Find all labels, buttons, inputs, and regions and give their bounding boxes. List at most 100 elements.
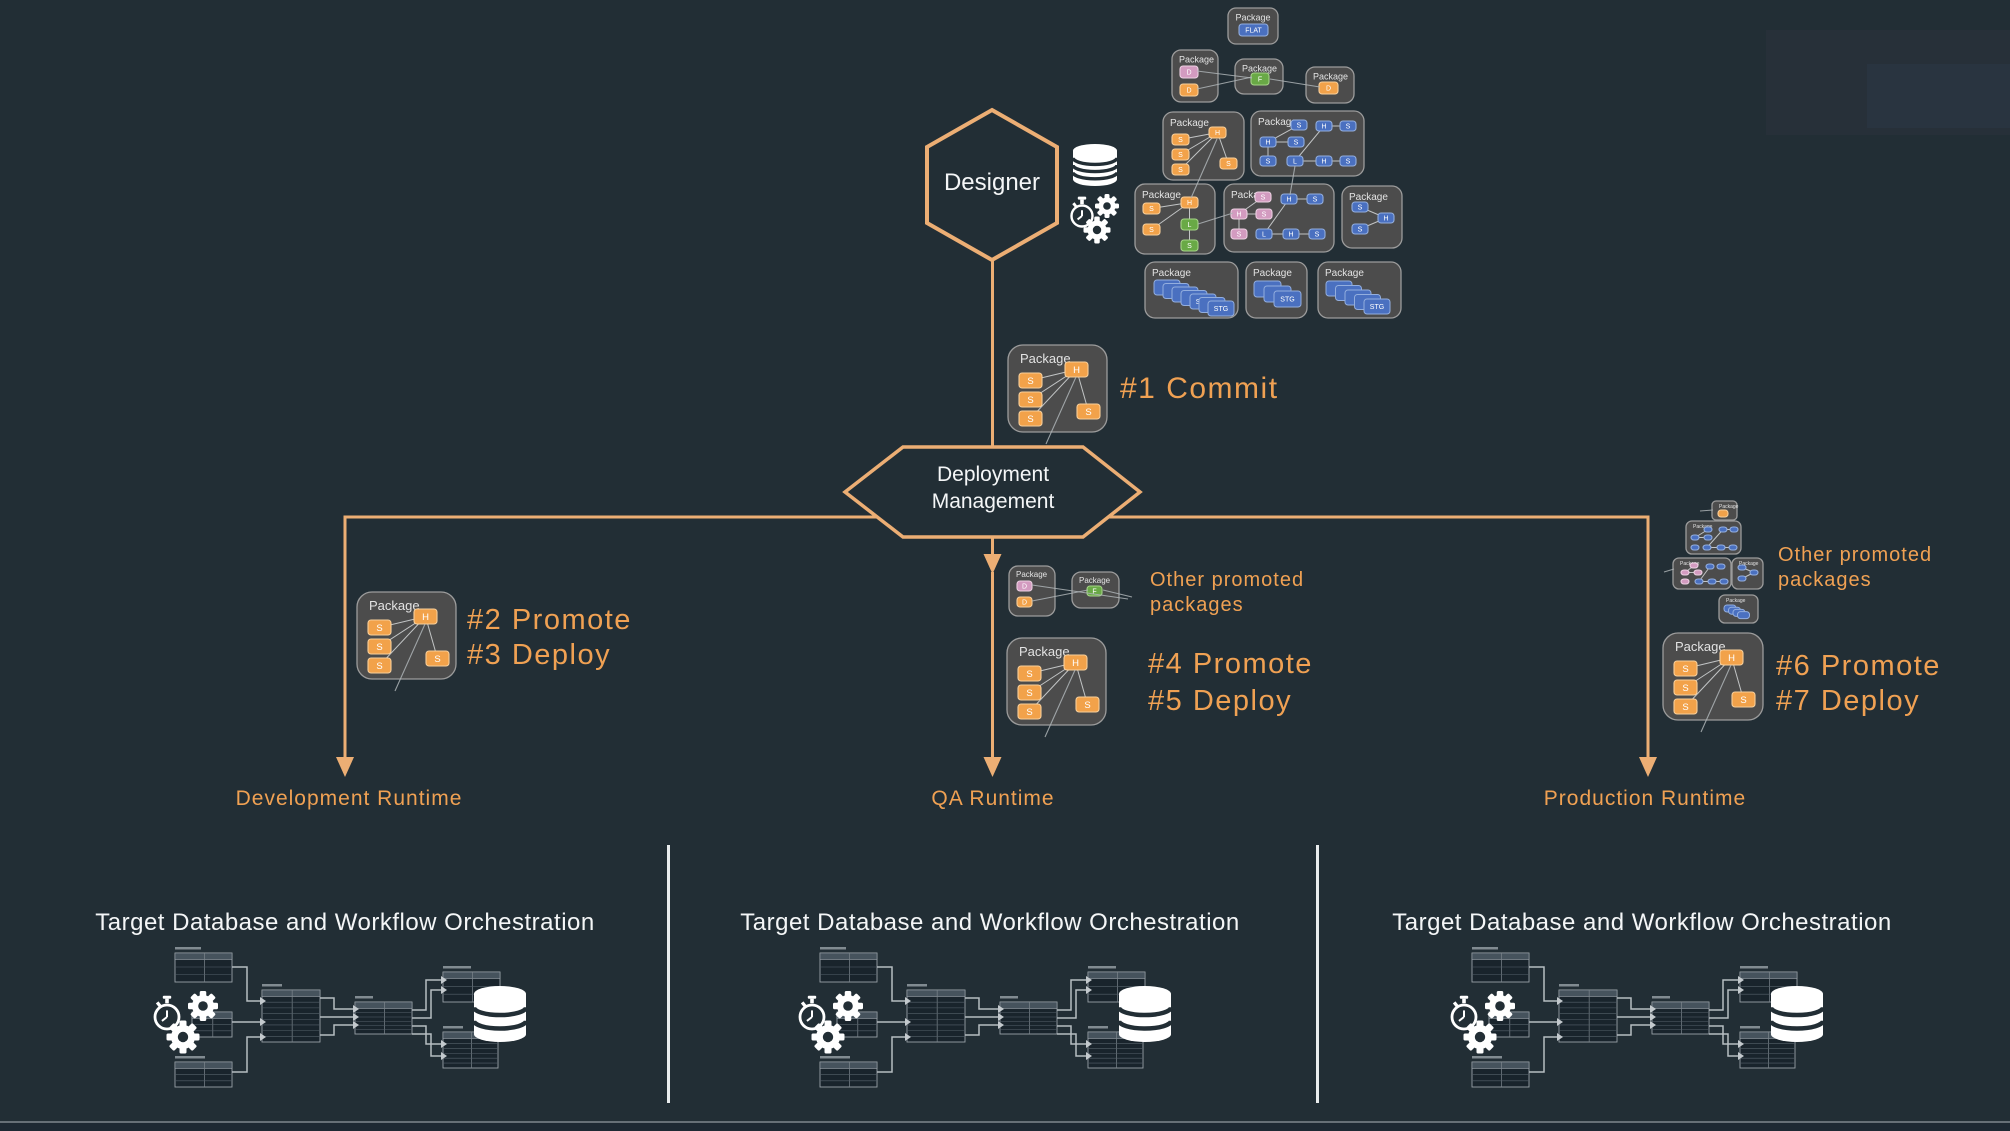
annotation-deploy-prod: #7 Deploy	[1776, 685, 1920, 717]
package-node	[1142, 223, 1161, 236]
mini-table-header	[1651, 1001, 1710, 1009]
package-node	[1680, 569, 1690, 576]
mini-table-header	[906, 989, 966, 997]
package-node	[1315, 120, 1333, 132]
node-letter: S	[1237, 232, 1242, 239]
package-node	[1179, 83, 1199, 97]
workflow-arrowhead	[441, 1040, 447, 1048]
other-promoted-prod-line1: Other promoted	[1778, 544, 1932, 566]
node-letter: S	[1266, 159, 1271, 166]
section-title-qa: Target Database and Workflow Orchestrati…	[740, 909, 1239, 936]
node-letter: S	[1294, 140, 1299, 147]
connector-line	[1289, 165, 1296, 196]
mini-table-title-mark	[907, 984, 927, 987]
mini-table-frame	[906, 989, 966, 1043]
package-node	[1287, 136, 1305, 148]
package-node	[1180, 239, 1199, 252]
package-box: Package	[1685, 520, 1742, 555]
watch-hand	[1458, 1016, 1465, 1022]
flow-arrowheads	[336, 554, 1657, 777]
workflow-connector	[232, 966, 260, 1002]
mini-table-header	[1739, 971, 1798, 979]
workflow-orchestration-diagram	[153, 947, 529, 1088]
annotation-promote-prod: #6 Promote	[1776, 650, 1941, 682]
package-node	[1707, 578, 1717, 585]
package-label: Package	[1020, 351, 1071, 366]
node-letter: L	[1188, 222, 1192, 229]
workflow-connector	[877, 966, 905, 1002]
package-label: Package	[1019, 644, 1070, 659]
node-link-line	[379, 616, 426, 666]
workflow-connector	[965, 1024, 998, 1036]
mini-table-title-mark	[1000, 996, 1018, 999]
package-node	[1377, 212, 1395, 224]
section-divider	[667, 845, 670, 1103]
prod-branch-line	[1108, 515, 1650, 758]
node-letter: H	[1286, 197, 1291, 204]
package-node	[1702, 544, 1712, 551]
node-letter: S	[1358, 227, 1363, 234]
package-node	[1254, 191, 1272, 203]
package-node	[1280, 193, 1298, 205]
designer-database-icon	[1071, 144, 1119, 186]
mini-table	[442, 1026, 499, 1069]
runtime-label-production: Production Runtime	[1544, 787, 1746, 810]
section-divider	[1316, 845, 1319, 1103]
workflow-arrowhead	[905, 1018, 911, 1026]
db-slit	[471, 1006, 529, 1018]
node-letter: S	[1297, 123, 1302, 130]
workflow-connector	[1617, 1024, 1650, 1036]
watch-nub	[1072, 202, 1078, 208]
package-node	[1306, 193, 1324, 205]
mini-table-title-mark	[355, 996, 373, 999]
mini-table-title-mark	[175, 947, 201, 950]
gear-hole	[1103, 202, 1111, 210]
mini-table-title-mark	[1472, 947, 1498, 950]
package-label: Package	[1693, 524, 1713, 530]
node-letter: L	[1262, 232, 1266, 239]
designer-gear-icon	[1095, 194, 1119, 218]
workflow-connector	[1617, 997, 1650, 1010]
package-node	[425, 650, 450, 667]
package-node	[1351, 201, 1369, 213]
package-node	[1716, 544, 1726, 551]
gear-hole	[822, 1031, 834, 1043]
package-box: Package	[1672, 557, 1732, 590]
flow-lines	[343, 258, 1650, 758]
mini-table	[1558, 984, 1618, 1043]
node-letter: S	[1026, 688, 1032, 699]
deployment-management-hexagon	[842, 445, 1143, 539]
package-node	[1018, 391, 1043, 408]
node-letter: F	[1258, 77, 1262, 84]
mini-table	[819, 1056, 878, 1088]
mini-table-title-mark	[820, 947, 846, 950]
stack-item	[1363, 298, 1391, 315]
workflow-gear-icon	[811, 1020, 845, 1054]
arrowhead-dev	[336, 757, 354, 777]
package-node	[1339, 120, 1357, 132]
package-node	[1063, 654, 1088, 671]
workflow-stopwatch-icon	[153, 995, 181, 1031]
runtime-label-qa: QA Runtime	[931, 787, 1054, 810]
db-bottom	[474, 1026, 526, 1042]
package-node	[1318, 81, 1339, 95]
package-node	[1250, 72, 1270, 86]
package-node	[1075, 696, 1100, 713]
package-node	[1749, 569, 1759, 576]
connector-line	[1031, 589, 1089, 602]
node-letter: H	[1288, 232, 1293, 239]
workflow-connector	[1709, 979, 1738, 1011]
deployment-management-label-line1: Deployment	[937, 463, 1049, 486]
package-node	[1171, 163, 1190, 176]
workflow-arrowhead	[998, 1021, 1004, 1029]
workflow-arrowhead	[1557, 1033, 1563, 1041]
connector-line	[1269, 78, 1321, 88]
mini-table-title-mark	[443, 1026, 463, 1029]
workflow-gear-icon	[188, 991, 218, 1021]
watch-hand	[161, 1016, 168, 1022]
